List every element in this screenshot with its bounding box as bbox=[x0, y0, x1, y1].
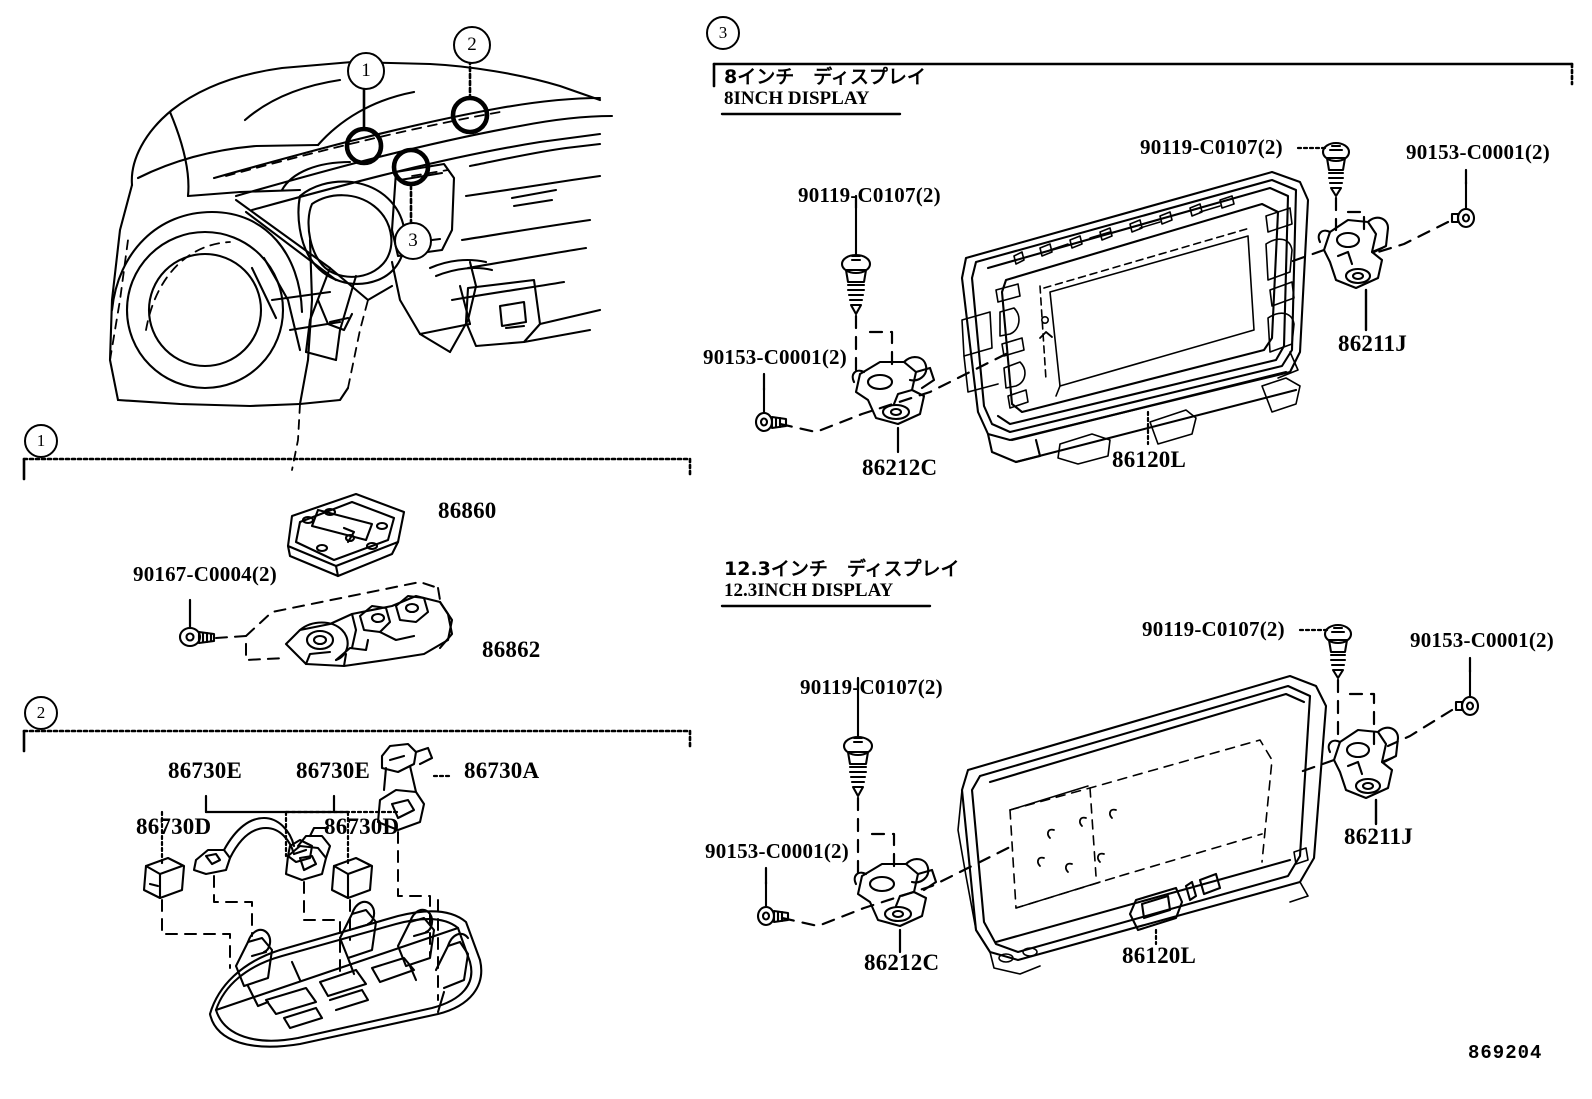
label-90153-right-8inch: 90153-C0001(2) bbox=[1406, 140, 1550, 164]
display-123inch-title-jp: 12.3インチ ディスプレイ bbox=[724, 558, 960, 580]
label-90153-left-8inch: 90153-C0001(2) bbox=[703, 345, 847, 369]
label-90153-left-123inch: 90153-C0001(2) bbox=[705, 839, 849, 863]
bracket-86211J-123inch-drawing bbox=[1327, 726, 1400, 800]
label-86860: 86860 bbox=[438, 498, 497, 523]
section-3-marker-label: 3 bbox=[718, 23, 728, 42]
assembly-paths-86730 bbox=[161, 831, 439, 1001]
callout-2-label: 2 bbox=[467, 34, 477, 55]
screw-90119-left-8inch bbox=[840, 198, 872, 316]
section-marker-1: 1 bbox=[24, 424, 58, 458]
label-86730D-left: 86730D bbox=[136, 814, 212, 839]
section-bracket-three bbox=[712, 62, 1574, 88]
label-86730E-right: 86730E bbox=[296, 758, 371, 783]
overhead-console-drawing bbox=[208, 900, 483, 1048]
screw-90119-right-8inch bbox=[1321, 141, 1351, 198]
nut-90153-right-8inch bbox=[1450, 180, 1476, 229]
label-90167-C0004: 90167-C0004(2) bbox=[133, 562, 277, 586]
bracket-86212C-8inch-drawing bbox=[851, 356, 936, 426]
label-86730D-right: 86730D bbox=[324, 814, 400, 839]
label-90119-left-8inch: 90119-C0107(2) bbox=[798, 183, 941, 207]
section-marker-3: 3 bbox=[706, 16, 740, 50]
fastener-90167-drawing bbox=[178, 626, 216, 648]
label-90119-left-123inch: 90119-C0107(2) bbox=[800, 675, 943, 699]
section-2-marker-label: 2 bbox=[36, 703, 46, 722]
callout-circle-3: 3 bbox=[394, 222, 432, 260]
display-8inch-title-jp: 8インチ ディスプレイ bbox=[724, 66, 926, 88]
label-90119-right-8inch: 90119-C0107(2) bbox=[1140, 135, 1283, 159]
callout-1-label: 1 bbox=[361, 60, 371, 81]
assembly-paths-123inch bbox=[780, 678, 1454, 928]
section-marker-2: 2 bbox=[24, 696, 58, 730]
label-86212C-8inch: 86212C bbox=[862, 455, 938, 480]
display-123inch-unit-drawing bbox=[957, 674, 1328, 975]
label-86120L-8inch: 86120L bbox=[1112, 447, 1187, 472]
part-86730E-left-drawing bbox=[192, 816, 314, 876]
callout-circle-2: 2 bbox=[453, 26, 491, 64]
nut-90153-right-123inch bbox=[1454, 668, 1480, 717]
diagram-number: 869204 bbox=[1468, 1042, 1543, 1064]
label-86211J-8inch: 86211J bbox=[1338, 331, 1407, 356]
part-86730D-right-drawing bbox=[330, 856, 374, 900]
assembly-path-86862 bbox=[215, 581, 441, 661]
bracket-86212C-123inch-drawing bbox=[853, 858, 938, 928]
callout-3-label: 3 bbox=[408, 230, 418, 251]
label-86212C-123inch: 86212C bbox=[864, 950, 940, 975]
section-bracket-two bbox=[22, 729, 692, 753]
label-86730E-left: 86730E bbox=[168, 758, 243, 783]
nut-90153-left-8inch bbox=[754, 386, 788, 433]
part-86860-drawing bbox=[286, 492, 406, 578]
part-86730A-drawing bbox=[376, 742, 434, 832]
label-86211J-123inch: 86211J bbox=[1344, 824, 1413, 849]
label-90119-right-123inch: 90119-C0107(2) bbox=[1142, 617, 1285, 641]
screw-90119-right-123inch bbox=[1323, 623, 1353, 680]
vehicle-cutaway-illustration bbox=[108, 60, 614, 408]
display-123inch-title-en: 12.3INCH DISPLAY bbox=[724, 580, 894, 601]
callout-circle-1: 1 bbox=[347, 52, 385, 90]
section-1-marker-label: 1 bbox=[36, 431, 46, 450]
callout-leaders bbox=[362, 58, 472, 224]
label-86862: 86862 bbox=[482, 637, 541, 662]
part-86730D-left-drawing bbox=[142, 856, 186, 900]
callout-target-rings bbox=[344, 95, 490, 187]
label-90153-right-123inch: 90153-C0001(2) bbox=[1410, 628, 1554, 652]
section-bracket-one bbox=[22, 457, 692, 481]
label-86730A: 86730A bbox=[464, 758, 540, 783]
assembly-paths-8inch bbox=[778, 196, 1450, 434]
part-86862-drawing bbox=[284, 594, 454, 668]
part-86730E-right-drawing bbox=[284, 826, 332, 882]
display-8inch-title-en: 8INCH DISPLAY bbox=[724, 88, 870, 109]
label-86120L-123inch: 86120L bbox=[1122, 943, 1197, 968]
display-8inch-unit-drawing bbox=[960, 170, 1310, 465]
bracket-86211J-8inch-drawing bbox=[1317, 216, 1390, 290]
